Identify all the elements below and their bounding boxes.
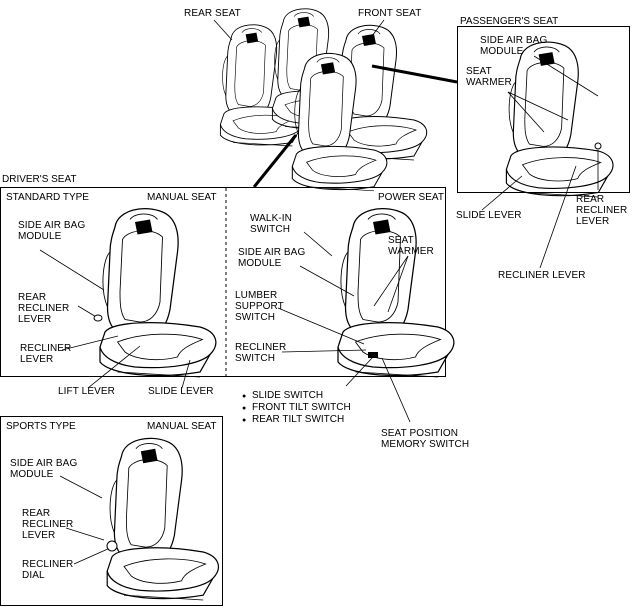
power-side-air-bag-label: SIDE AIR BAG MODULE (238, 247, 306, 269)
seat-position-memory-switch-label: SEAT POSITION MEMORY SWITCH (381, 428, 470, 450)
switch-list-item: FRONT TILT SWITCH (242, 402, 351, 414)
sports-type-heading: SPORTS TYPE (6, 421, 76, 432)
sports-rear-recliner-lever-label: REAR RECLINER LEVER (22, 508, 74, 541)
front-seat-label: FRONT SEAT (358, 8, 422, 19)
lumber-support-switch-label: LUMBER SUPPORT SWITCH (235, 290, 284, 323)
passengers-seat-heading: PASSENGER'S SEAT (460, 16, 559, 27)
passenger-slide-lever-label: SLIDE LEVER (456, 210, 522, 221)
sports-recliner-dial-label: RECLINER DIAL (22, 559, 74, 581)
manual-seat-heading: MANUAL SEAT (147, 192, 217, 203)
power-seat-heading: POWER SEAT (378, 192, 444, 203)
standard-rear-recliner-lever-label: REAR RECLINER LEVER (18, 292, 70, 325)
switch-list-item: REAR TILT SWITCH (242, 414, 344, 426)
passenger-seat-warmer-label: SEAT WARMER (466, 66, 512, 88)
standard-side-air-bag-label: SIDE AIR BAG MODULE (18, 220, 86, 242)
standard-type-heading: STANDARD TYPE (6, 192, 89, 203)
recliner-switch-label: RECLINER SWITCH (235, 342, 287, 364)
top-seats-illustration (219, 8, 428, 192)
standard-recliner-lever-label: RECLINER LEVER (20, 343, 72, 365)
drivers-seat-heading: DRIVER'S SEAT (2, 174, 77, 185)
rear-seat-label: REAR SEAT (184, 8, 241, 19)
passenger-recliner-lever-label: RECLINER LEVER (498, 270, 586, 281)
standard-slide-lever-label: SLIDE LEVER (148, 386, 214, 397)
power-seat-warmer-label: SEAT WARMER (388, 235, 434, 257)
walk-in-switch-label: WALK-IN SWITCH (250, 213, 292, 235)
passenger-side-air-bag-label: SIDE AIR BAG MODULE (480, 35, 548, 57)
sports-side-air-bag-label: SIDE AIR BAG MODULE (10, 458, 78, 480)
switch-list-item: SLIDE SWITCH (242, 390, 323, 402)
sports-manual-seat-heading: MANUAL SEAT (147, 421, 217, 432)
passenger-rear-recliner-lever-label: REAR RECLINER LEVER (576, 194, 628, 227)
standard-lift-lever-label: LIFT LEVER (58, 386, 115, 397)
